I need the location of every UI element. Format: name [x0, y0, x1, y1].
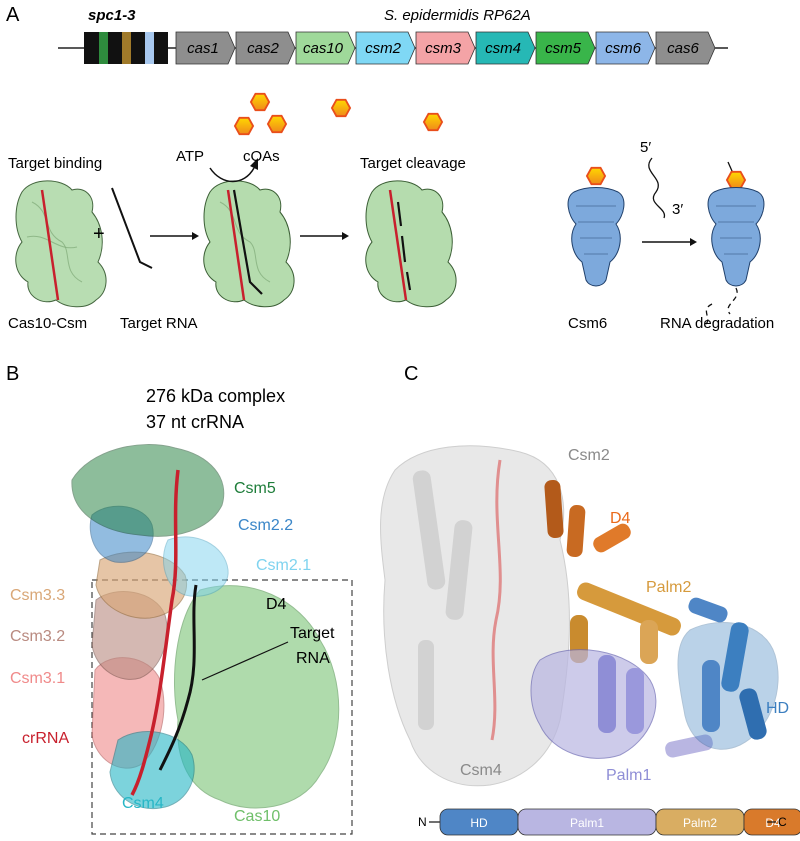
spacer-array — [84, 32, 168, 64]
gene-arrows: cas1 cas2 cas10 csm2 csm3 csm4 csm5 csm6 cas6 — [176, 32, 715, 64]
csm6-dimer-1 — [568, 168, 624, 286]
label-csm3-1: Csm3.1 — [10, 670, 65, 687]
c-terminus-label: C — [778, 815, 787, 829]
panel-label-b: B — [6, 363, 19, 385]
spacer-block — [122, 32, 131, 64]
gene-label-csm2: csm2 — [365, 40, 401, 57]
coa-hexagon-1 — [251, 94, 269, 110]
panel-label-c: C — [404, 363, 418, 385]
cas10-csm-complex-3 — [366, 181, 456, 307]
label-c-d4: D4 — [610, 510, 631, 527]
rna-degradation-label: RNA degradation — [660, 315, 774, 332]
gene-label-cas6: cas6 — [667, 40, 699, 57]
target-rna-strand — [112, 188, 152, 268]
arrow-1-head — [192, 232, 199, 240]
csm6-label: Csm6 — [568, 315, 607, 332]
grey-complex — [381, 446, 570, 786]
spacer-label: spc1-3 — [88, 7, 136, 24]
label-csm4: Csm4 — [122, 795, 164, 812]
crrna-length-label: 37 nt crRNA — [146, 412, 244, 432]
label-target-rna-1: Target — [290, 625, 335, 642]
gene-label-cas10: cas10 — [303, 40, 344, 57]
mechanism-row: Target binding + ATP — [8, 94, 774, 332]
complex-size-label: 276 kDa complex — [146, 386, 285, 406]
label-d4: D4 — [266, 596, 287, 613]
domain-label-hd: HD — [470, 816, 488, 830]
gene-label-cas2: cas2 — [247, 40, 279, 57]
coas-label: cOAs — [243, 148, 280, 165]
gene-label-csm5: csm5 — [545, 40, 581, 57]
panel-label-a: A — [6, 4, 20, 26]
spacer-block — [99, 32, 108, 64]
label-c-csm4: Csm4 — [460, 762, 502, 779]
five-prime-label: 5′ — [640, 139, 651, 156]
hd-domain — [678, 596, 778, 750]
label-c-palm1: Palm1 — [606, 767, 651, 784]
coa-hexagon-3 — [268, 116, 286, 132]
label-cas10: Cas10 — [234, 808, 280, 825]
label-csm2-1: Csm2.1 — [256, 557, 311, 574]
structure-c — [381, 446, 779, 786]
cas10-csm-label: Cas10-Csm — [8, 315, 87, 332]
gene-label-csm4: csm4 — [485, 40, 521, 57]
cas10-surface — [174, 586, 338, 808]
atp-label: ATP — [176, 148, 204, 165]
spacer-block — [110, 32, 123, 64]
coa-hexagon-5 — [424, 114, 442, 130]
n-terminus-label: N — [418, 815, 427, 829]
label-c-palm2: Palm2 — [646, 579, 691, 596]
target-binding-label: Target binding — [8, 155, 102, 172]
three-prime-label: 3′ — [672, 201, 683, 218]
csm6-dimer-2 — [708, 162, 764, 286]
gene-label-cas1: cas1 — [187, 40, 219, 57]
label-csm5: Csm5 — [234, 480, 276, 497]
label-csm3-2: Csm3.2 — [10, 628, 65, 645]
atp-arrow — [210, 168, 254, 182]
gene-label-csm3: csm3 — [425, 40, 461, 57]
cas10-csm-complex-2 — [204, 181, 294, 307]
gene-label-csm6: csm6 — [605, 40, 641, 57]
label-c-hd: HD — [766, 700, 789, 717]
target-cleavage-label: Target cleavage — [360, 155, 466, 172]
label-csm2-2: Csm2.2 — [238, 517, 293, 534]
label-crrna: crRNA — [22, 730, 69, 747]
domain-label-palm1: Palm1 — [570, 816, 604, 830]
label-csm3-3: Csm3.3 — [10, 587, 65, 604]
target-rna-label: Target RNA — [120, 315, 198, 332]
free-rna-strand — [649, 158, 665, 218]
label-c-csm2: Csm2 — [568, 447, 610, 464]
domain-label-palm2: Palm2 — [683, 816, 717, 830]
coa-hexagon-4 — [332, 100, 350, 116]
coa-hexagon-2 — [235, 118, 253, 134]
organism-label: S. epidermidis RP62A — [384, 7, 531, 24]
arrow-2-head — [342, 232, 349, 240]
spacer-block — [86, 32, 99, 64]
label-target-rna-2: RNA — [296, 650, 330, 667]
operon-diagram: cas1 cas2 cas10 csm2 csm3 csm4 csm5 csm6 cas6 sp… — [58, 7, 728, 64]
plus-sign: + — [93, 223, 105, 245]
spacer-block — [145, 32, 154, 64]
